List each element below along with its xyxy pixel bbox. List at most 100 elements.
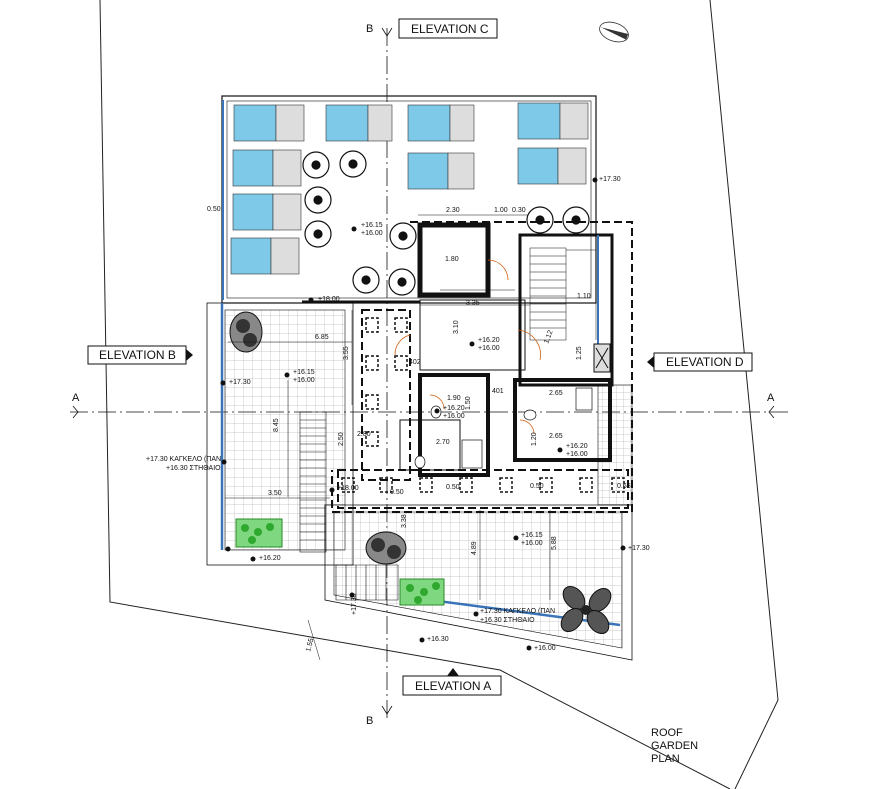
level-text: +16.20 — [443, 405, 465, 412]
dim-text: 2.80 — [357, 431, 371, 438]
dim-text: 0.65 — [617, 483, 631, 490]
dim-text: 2.65 — [549, 390, 563, 397]
elevation-d-text: ELEVATION D — [666, 355, 744, 369]
level-text: +16.15 — [521, 532, 543, 539]
dim-text: 3.50 — [268, 490, 282, 497]
elevation-b-label: ELEVATION B — [87, 345, 193, 365]
dim-text: 1.00 — [494, 207, 508, 214]
roof-outline-dashed — [331, 221, 633, 513]
umbrella-tables — [302, 150, 590, 296]
level-text: +18.00 — [337, 485, 359, 492]
dim-text: 0.50 — [530, 483, 544, 490]
level-text: +17.30 — [628, 545, 650, 552]
sunbed — [325, 104, 393, 142]
level-text: +16.20 — [259, 555, 281, 562]
level-text: +16.00 — [361, 230, 383, 237]
sunbed — [232, 193, 302, 231]
title-line: GARDEN — [651, 740, 699, 752]
plot-boundary — [99, 0, 779, 789]
dim-text: 1.25 — [576, 346, 583, 360]
drawing-title: ROOF GARDEN PLAN — [651, 727, 741, 766]
umbrella-icon — [304, 186, 332, 214]
dim-text: 3.38 — [401, 514, 408, 528]
umbrella-icon — [339, 150, 367, 178]
dim-text: 0.30 — [512, 207, 526, 214]
dim-text: 2.70 — [436, 439, 450, 446]
section-mark-b-top: B — [366, 23, 373, 35]
dim-text: 0.50 — [390, 489, 404, 496]
dim-text: 1.80 — [445, 256, 459, 263]
level-text: +16.00 — [478, 345, 500, 352]
dim-text: 3.55 — [343, 346, 350, 360]
dim-text: 5.88 — [551, 536, 558, 550]
dim-text: 1.20 — [531, 432, 538, 446]
elevation-d-label: ELEVATION D — [647, 352, 753, 372]
umbrella-icon — [389, 222, 417, 250]
umbrella-icon — [388, 268, 416, 296]
sunbed — [407, 152, 475, 190]
section-mark-b-bottom: B — [366, 715, 373, 727]
planter-icon — [235, 518, 283, 548]
dim-text: 1.10 — [577, 293, 591, 300]
east-terrace-strip — [597, 384, 633, 506]
planter-icon — [399, 578, 445, 606]
railing-note-line2: +16.30 ΣΤΗΘΑΙΟ — [480, 617, 535, 624]
dim-text: 4.89 — [471, 541, 478, 555]
level-markers — [220, 177, 626, 651]
level-text: +16.20 — [478, 337, 500, 344]
stair-west — [299, 411, 327, 553]
level-text: +16.00 — [443, 413, 465, 420]
section-line-a — [70, 405, 790, 419]
dim-text: 2.30 — [446, 207, 460, 214]
pool-deck — [221, 95, 597, 304]
level-text: +16.20 — [566, 443, 588, 450]
title-line: PLAN — [651, 753, 680, 765]
umbrella-icon — [304, 220, 332, 248]
north-arrow-icon — [599, 21, 629, 43]
level-text: +16.00 — [566, 451, 588, 458]
dim-text: 0.50 — [207, 206, 221, 213]
level-text: +16.15 — [293, 369, 315, 376]
dim-text: 3.10 — [453, 320, 460, 334]
umbrella-icon — [352, 266, 380, 294]
dim-text: 2.65 — [549, 433, 563, 440]
elevation-c-text: ELEVATION C — [411, 22, 489, 36]
dim-text: 6.85 — [315, 334, 329, 341]
railing-note-line2: +16.30 ΣΤΗΘΑΙΟ — [166, 465, 221, 472]
stair-south — [335, 564, 399, 601]
dim-text: 2.50 — [338, 432, 345, 446]
umbrella-icon — [302, 151, 330, 179]
level-text: +16.00 — [534, 645, 556, 652]
sunbeds — [230, 102, 589, 275]
stair-core — [529, 247, 597, 341]
outdoor-shower-icon — [593, 343, 611, 373]
section-mark-a-right: A — [767, 392, 775, 404]
south-terrace — [324, 504, 633, 661]
level-text: +17.30 — [351, 593, 358, 615]
level-text: +18.00 — [318, 296, 340, 303]
elevation-c-label: ELEVATION C — [398, 18, 498, 39]
elevation-a-label: ELEVATION A — [402, 668, 502, 696]
elevation-b-text: ELEVATION B — [99, 348, 176, 362]
railing-note-line1: +17.30 ΚΑΓΚΕΛΟ (ΠΑΝ — [480, 608, 555, 615]
dim-text: 3.35 — [466, 300, 480, 307]
dim-text: 0.50 — [446, 484, 460, 491]
sunbed — [517, 102, 589, 140]
dim-text: 1.12 — [543, 329, 554, 344]
sunbed — [230, 237, 300, 275]
railing-note-line1: +17.30 ΚΑΓΚΕΛΟ (ΠΑΝ — [146, 456, 221, 463]
sunbed — [407, 104, 475, 142]
level-text: +17.30 — [599, 176, 621, 183]
palm-plant-icon — [560, 585, 612, 635]
dim-text: 1.55 — [305, 637, 315, 652]
sunbed — [232, 149, 302, 187]
umbrella-icon — [526, 206, 554, 234]
sunbed — [233, 104, 305, 142]
title-line: ROOF — [651, 727, 683, 739]
building-core — [399, 222, 614, 477]
dim-text: 402 — [409, 359, 421, 366]
umbrella-icon — [562, 206, 590, 234]
level-text: +16.00 — [521, 540, 543, 547]
doors — [394, 259, 541, 435]
